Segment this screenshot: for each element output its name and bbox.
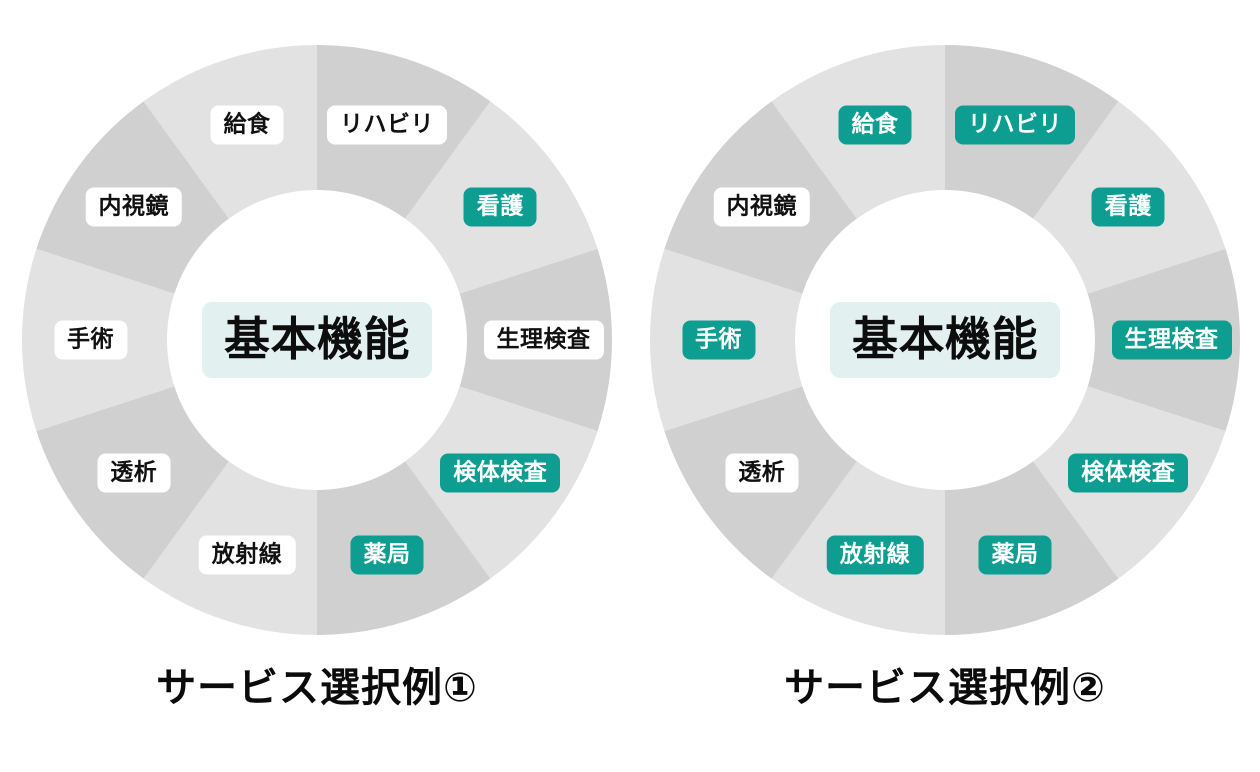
service-chip-給食[interactable]: 給食	[838, 105, 912, 145]
service-chip-透析[interactable]: 透析	[97, 453, 171, 493]
service-chip-内視鏡[interactable]: 内視鏡	[713, 187, 810, 227]
service-chip-看護[interactable]: 看護	[1091, 187, 1165, 227]
center-label: 基本機能	[852, 313, 1038, 365]
center-plaque: 基本機能	[202, 302, 432, 378]
service-chip-看護[interactable]: 看護	[463, 187, 537, 227]
service-chip-検体検査[interactable]: 検体検査	[440, 453, 561, 493]
center-plaque: 基本機能	[830, 302, 1060, 378]
service-chip-透析[interactable]: 透析	[725, 453, 799, 493]
service-chip-手術[interactable]: 手術	[682, 320, 755, 360]
service-chip-リハビリ[interactable]: リハビリ	[326, 105, 447, 145]
wheel-1-caption: サービス選択例①	[156, 666, 478, 710]
service-wheel-1: 基本機能 リハビリ看護生理検査検体検査薬局 放射線 透析 手術 内視鏡 給食	[19, 42, 615, 638]
service-chip-薬局[interactable]: 薬局	[350, 535, 424, 575]
service-chip-内視鏡[interactable]: 内視鏡	[85, 187, 182, 227]
center-label: 基本機能	[224, 313, 410, 365]
service-chip-生理検査[interactable]: 生理検査	[483, 320, 604, 360]
service-chip-検体検査[interactable]: 検体検査	[1068, 453, 1189, 493]
service-chip-手術[interactable]: 手術	[54, 320, 127, 360]
service-chip-薬局[interactable]: 薬局	[978, 535, 1052, 575]
service-chip-給食[interactable]: 給食	[210, 105, 284, 145]
service-chip-放射線[interactable]: 放射線	[198, 535, 296, 575]
service-chip-放射線[interactable]: 放射線	[826, 535, 924, 575]
service-wheel-2: 基本機能 リハビリ看護生理検査検体検査薬局 放射線 透析 手術 内視鏡 給食	[647, 42, 1243, 638]
wheel-2-caption: サービス選択例②	[784, 666, 1106, 710]
service-chip-リハビリ[interactable]: リハビリ	[954, 105, 1075, 145]
service-chip-生理検査[interactable]: 生理検査	[1111, 320, 1232, 360]
